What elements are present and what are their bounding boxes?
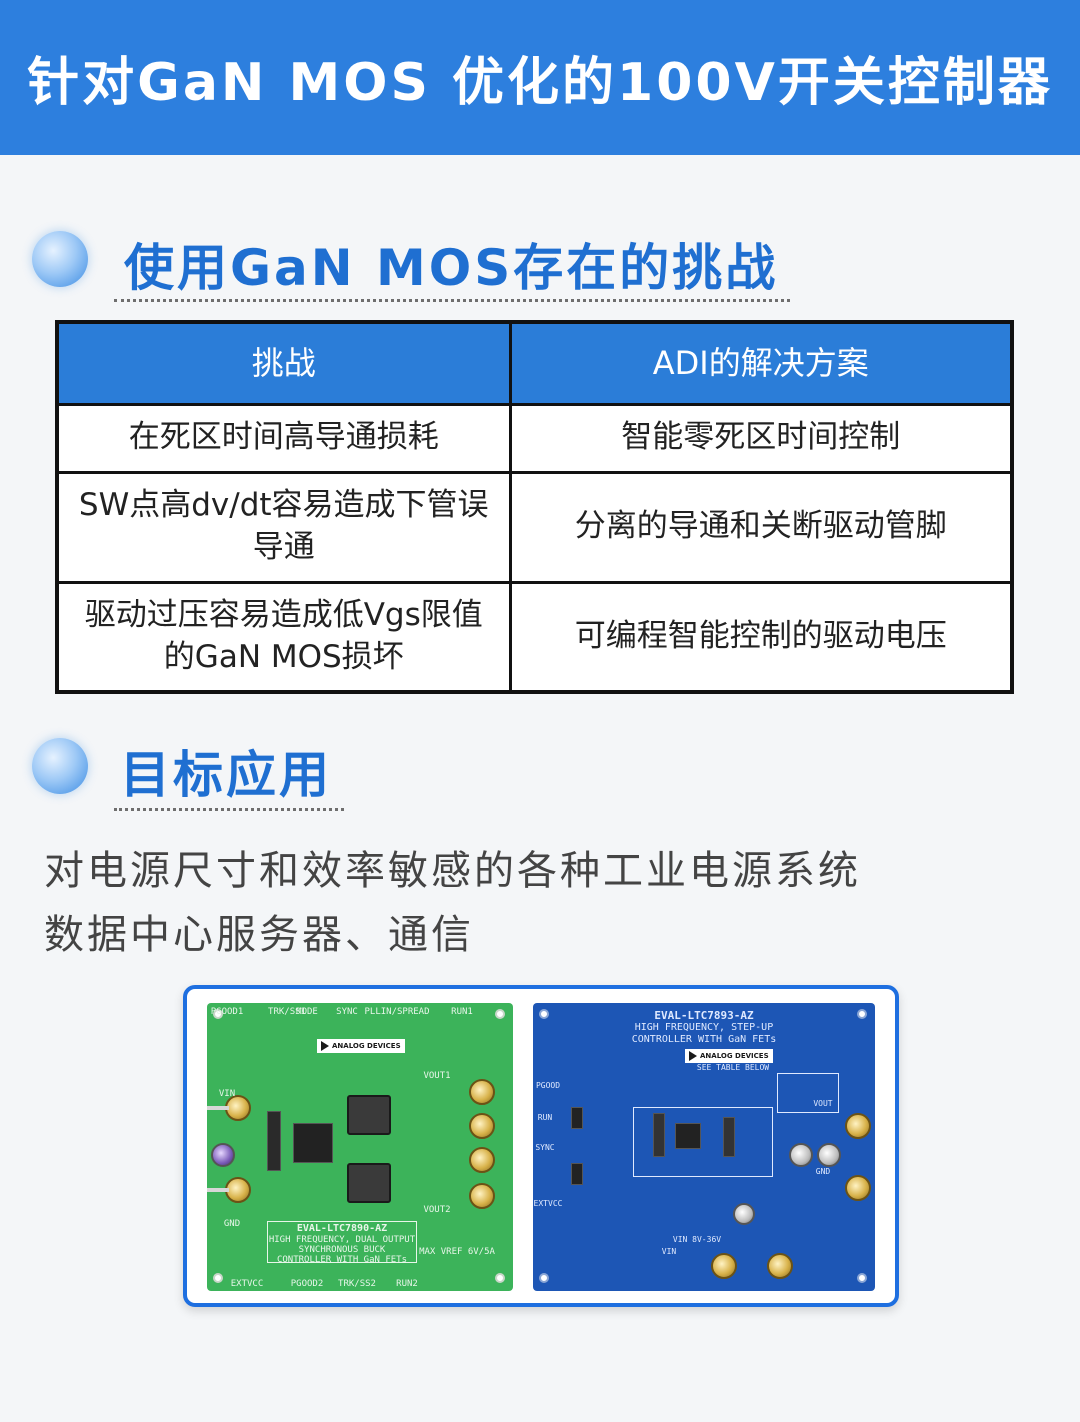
- pin-label: TRK/SS1: [268, 1007, 306, 1017]
- vin-label: VIN 8V-36V: [672, 1235, 722, 1244]
- board-name: EVAL-LTC7890-AZ: [296, 1223, 388, 1234]
- bullet-icon: [32, 231, 88, 287]
- power-stage-outline: [633, 1107, 773, 1177]
- pin-label: VOUT2: [423, 1205, 451, 1215]
- challenge-cell: 驱动过压容易造成低Vgs限值的GaN MOS损坏: [55, 580, 512, 694]
- pin-label: PLLIN/SPREAD: [364, 1007, 430, 1017]
- pin-label: RUN2: [396, 1279, 418, 1289]
- controller-chip: [293, 1123, 333, 1163]
- terminal-gnd: [225, 1177, 251, 1203]
- table-row: SW点高dv/dt容易造成下管误导通 分离的导通和关断驱动管脚: [55, 470, 1014, 584]
- solution-cell: 智能零死区时间控制: [508, 402, 1014, 474]
- mount-hole: [539, 1009, 549, 1019]
- pin-label: EXTVCC: [230, 1279, 264, 1289]
- board-note: MAX VREF 6V/5A: [419, 1247, 495, 1257]
- section-applications-heading: 目标应用: [0, 735, 1080, 815]
- mount-hole: [539, 1273, 549, 1283]
- mount-hole: [495, 1009, 505, 1019]
- switch: [571, 1107, 583, 1129]
- challenge-cell: SW点高dv/dt容易造成下管误导通: [55, 470, 512, 584]
- pin-label: TRK/SS2: [338, 1279, 376, 1289]
- pin-label: EXTVCC: [533, 1199, 563, 1208]
- pin-label: RUN: [537, 1113, 553, 1122]
- pin-label: MODE: [296, 1007, 318, 1017]
- application-line-1: 对电源尺寸和效率敏感的各种工业电源系统: [44, 848, 861, 894]
- board-desc: HIGH FREQUENCY, STEP-UP: [634, 1022, 774, 1033]
- analog-devices-logo: ANALOG DEVICES: [685, 1049, 773, 1063]
- board-desc: HIGH FREQUENCY, DUAL OUTPUT: [268, 1235, 416, 1245]
- section-title-applications: 目标应用: [120, 746, 332, 804]
- mount-hole: [495, 1273, 505, 1283]
- dotted-divider: [114, 808, 344, 811]
- pin-label: PGOOD1: [210, 1007, 244, 1017]
- green-eval-board: PGOOD1 TRK/SS1 MODE SYNC PLLIN/SPREAD RU…: [207, 1003, 513, 1291]
- board-desc: SYNCHRONOUS BUCK: [298, 1245, 386, 1255]
- mount-hole: [857, 1273, 867, 1283]
- pin-label: VOUT1: [423, 1071, 451, 1081]
- mount-hole: [213, 1009, 223, 1019]
- fet-array: [267, 1111, 281, 1171]
- spec-table: [777, 1073, 839, 1113]
- pin-label: PGOOD2: [290, 1279, 324, 1289]
- dotted-divider: [114, 299, 790, 302]
- pin-label: RUN1: [451, 1007, 473, 1017]
- inductor: [347, 1163, 391, 1203]
- bullet-icon: [32, 738, 88, 794]
- terminal: [469, 1147, 495, 1173]
- switch: [571, 1163, 583, 1185]
- table-header-row: 挑战 ADI的解决方案: [55, 320, 1014, 406]
- section-title-challenges: 使用GaN MOS存在的挑战: [124, 239, 779, 297]
- wire: [207, 1106, 229, 1110]
- application-line-2: 数据中心服务器、通信: [44, 912, 474, 958]
- blue-eval-board: EVAL-LTC7893-AZ HIGH FREQUENCY, STEP-UP …: [533, 1003, 875, 1291]
- challenge-cell: 在死区时间高导通损耗: [55, 402, 512, 474]
- terminal-gnd: [767, 1253, 793, 1279]
- table-row: 在死区时间高导通损耗 智能零死区时间控制: [55, 402, 1014, 474]
- pin-label: GND: [815, 1167, 831, 1176]
- pin-label: SYNC: [336, 1007, 358, 1017]
- fet-array: [723, 1117, 735, 1157]
- header-banner: 针对GaN MOS 优化的100V开关控制器: [0, 0, 1080, 155]
- analog-devices-logo: ANALOG DEVICES: [317, 1039, 405, 1053]
- board-desc: CONTROLLER WITH GaN FETs: [276, 1255, 408, 1265]
- mount-hole: [857, 1009, 867, 1019]
- eval-boards-image: PGOOD1 TRK/SS1 MODE SYNC PLLIN/SPREAD RU…: [183, 985, 899, 1307]
- solution-cell: 分离的导通和关断驱动管脚: [508, 470, 1014, 584]
- terminal: [469, 1113, 495, 1139]
- pin-label: PGOOD: [535, 1081, 561, 1090]
- mount-hole: [213, 1273, 223, 1283]
- terminal-vout2: [469, 1183, 495, 1209]
- header-challenge: 挑战: [55, 320, 512, 406]
- board-desc: CONTROLLER WITH GaN FETs: [631, 1034, 777, 1045]
- fet-array: [653, 1113, 665, 1157]
- terminal-gnd: [845, 1175, 871, 1201]
- capacitor: [789, 1143, 813, 1167]
- board-label-box: [267, 1221, 417, 1263]
- table-row: 驱动过压容易造成低Vgs限值的GaN MOS损坏 可编程智能控制的驱动电压: [55, 580, 1014, 694]
- board-note: SEE TABLE BELOW: [696, 1063, 770, 1072]
- pin-label: SYNC: [535, 1143, 555, 1152]
- page-title: 针对GaN MOS 优化的100V开关控制器: [27, 53, 1053, 113]
- terminal-vout1: [469, 1079, 495, 1105]
- capacitor: [733, 1203, 755, 1225]
- terminal-vout: [845, 1113, 871, 1139]
- capacitor: [817, 1143, 841, 1167]
- section-challenges-heading: 使用GaN MOS存在的挑战: [0, 228, 1080, 308]
- pin-label: VIN: [661, 1247, 677, 1256]
- pin-label: GND: [223, 1219, 241, 1229]
- challenges-table: 挑战 ADI的解决方案 在死区时间高导通损耗 智能零死区时间控制 SW点高dv/…: [55, 320, 1014, 694]
- header-solution: ADI的解决方案: [508, 320, 1014, 406]
- pin-label: VIN: [218, 1089, 236, 1099]
- wire: [207, 1188, 229, 1192]
- inductor: [347, 1095, 391, 1135]
- board-name: EVAL-LTC7893-AZ: [654, 1009, 754, 1022]
- controller-chip: [675, 1123, 701, 1149]
- capacitor: [211, 1143, 235, 1167]
- terminal-vin: [711, 1253, 737, 1279]
- pin-label: VOUT: [813, 1099, 833, 1108]
- solution-cell: 可编程智能控制的驱动电压: [508, 580, 1014, 694]
